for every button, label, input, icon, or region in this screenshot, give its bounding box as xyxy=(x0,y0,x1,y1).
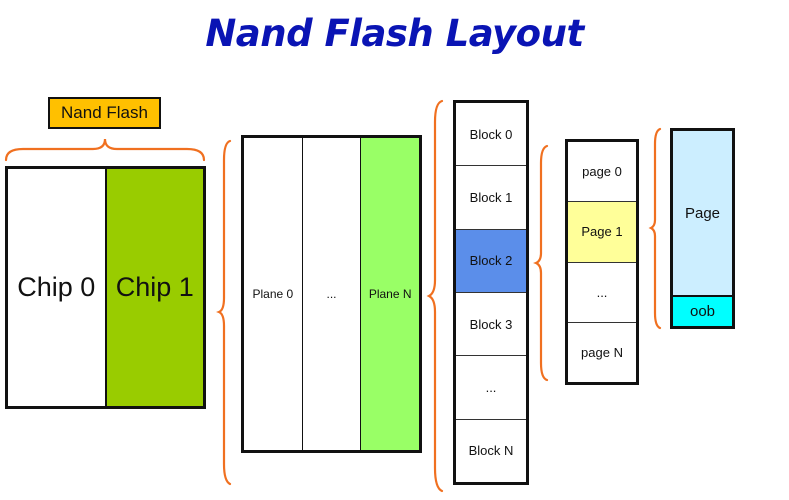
page-n: page N xyxy=(568,321,636,382)
brace-block-to-pages xyxy=(533,144,549,382)
chip-0: Chip 0 xyxy=(17,272,96,302)
page-1: Page 1 xyxy=(568,201,636,262)
chip-1: Chip 1 xyxy=(104,169,203,406)
block-0: Block 0 xyxy=(469,126,513,142)
diagram-title: Nand Flash Layout xyxy=(205,12,584,55)
page-column: page 0 Page 1 ... page N xyxy=(565,139,639,385)
page-oob-area: oob xyxy=(673,295,732,326)
brace-chip-to-planes xyxy=(216,139,232,486)
page-data-area: Page xyxy=(673,131,732,295)
page-detail: Page oob xyxy=(670,128,735,329)
plane-0: Plane 0 xyxy=(252,287,294,301)
brace-page-to-detail xyxy=(648,127,662,330)
brace-nand-flash xyxy=(4,138,206,162)
brace-plane-to-blocks xyxy=(426,99,444,493)
block-2: Block 2 xyxy=(456,228,526,292)
block-n: Block N xyxy=(456,418,526,482)
block-3: Block 3 xyxy=(456,291,526,355)
block-ellipsis: ... xyxy=(456,355,526,418)
page-0: page 0 xyxy=(582,164,622,180)
block-1: Block 1 xyxy=(456,165,526,228)
plane-group: Plane 0 ... Plane N xyxy=(241,135,422,453)
plane-ellipsis: ... xyxy=(301,138,361,450)
block-column: Block 0 Block 1 Block 2 Block 3 ... Bloc… xyxy=(453,100,529,485)
chip-group: Chip 0 Chip 1 xyxy=(5,166,206,409)
nand-flash-label: Nand Flash xyxy=(48,97,161,129)
page-ellipsis: ... xyxy=(568,261,636,322)
plane-n: Plane N xyxy=(360,138,420,450)
